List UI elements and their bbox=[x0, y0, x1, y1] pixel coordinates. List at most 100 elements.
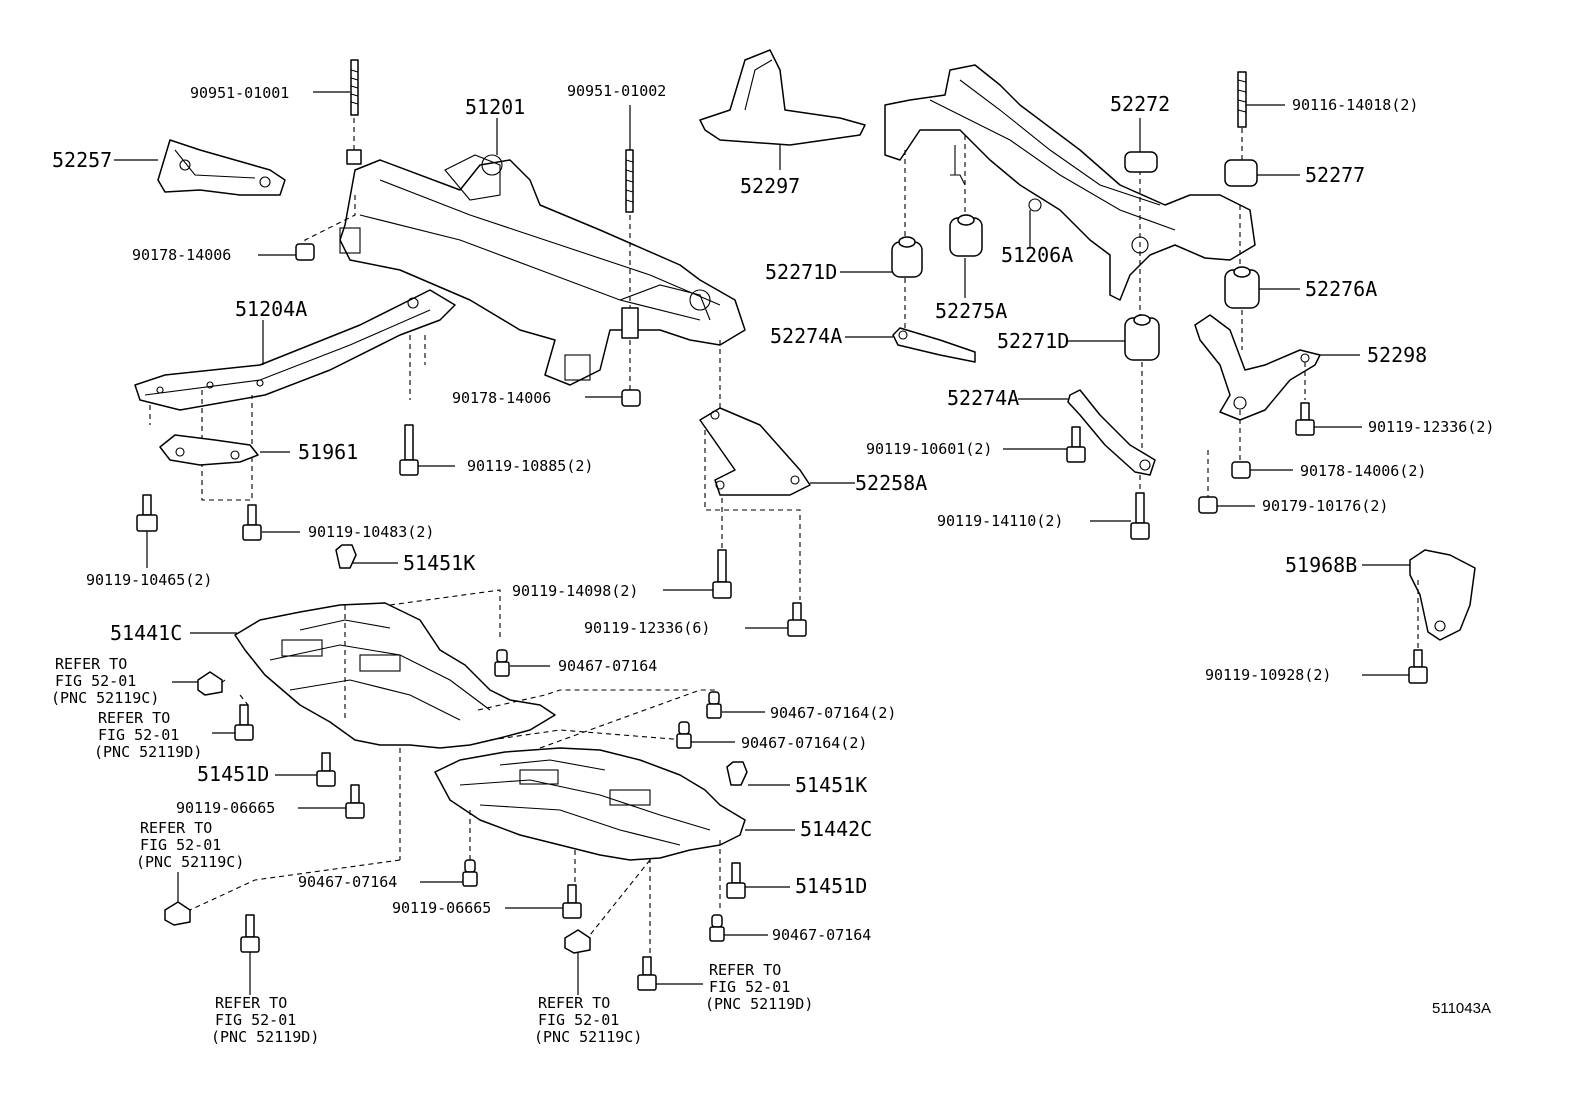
label-refer-6-line3: (PNC 52119D) bbox=[705, 995, 813, 1013]
label-51968B: 51968B bbox=[1285, 553, 1357, 577]
bolt-90119-10885-drawing bbox=[399, 424, 419, 476]
label-90119-10601: 90119-10601(2) bbox=[866, 440, 992, 458]
label-51451D-upper: 51451D bbox=[197, 762, 269, 786]
clip-51451K-lower-drawing bbox=[726, 761, 748, 786]
bushing-52275A-drawing bbox=[949, 214, 983, 257]
label-51451K-lower: 51451K bbox=[795, 773, 867, 797]
label-90119-10928: 90119-10928(2) bbox=[1205, 666, 1331, 684]
label-51441C: 51441C bbox=[110, 621, 182, 645]
undercover-51441C-drawing bbox=[211, 589, 556, 860]
label-refer-6-line1: REFER TO bbox=[709, 961, 781, 979]
nut-90178-14006-two-drawing bbox=[1231, 461, 1251, 479]
link-52274A-lower-drawing bbox=[1067, 389, 1156, 476]
screw-90467-07164-e-drawing bbox=[709, 914, 725, 942]
undercover-51442C-drawing bbox=[189, 689, 746, 960]
nut-90178-14006-center-drawing bbox=[621, 389, 641, 407]
label-90467-07164-b: 90467-07164(2) bbox=[770, 704, 896, 722]
label-52298: 52298 bbox=[1367, 343, 1427, 367]
labels: 90951-01001 51201 90951-01002 52257 9017… bbox=[51, 82, 1494, 1046]
washer-90179-10176-drawing bbox=[1198, 450, 1218, 514]
label-refer-3-line3: (PNC 52119C) bbox=[136, 853, 244, 871]
label-52271D-upper: 52271D bbox=[765, 260, 837, 284]
label-51206A: 51206A bbox=[1001, 243, 1073, 267]
label-90119-06665-lower: 90119-06665 bbox=[392, 899, 491, 917]
label-refer-5-line1: REFER TO bbox=[538, 994, 610, 1012]
label-90119-06665-upper: 90119-06665 bbox=[176, 799, 275, 817]
label-refer-4-line3: (PNC 52119D) bbox=[211, 1028, 319, 1046]
label-90119-10483: 90119-10483(2) bbox=[308, 523, 434, 541]
bolt-90119-12336-six-drawing bbox=[787, 602, 807, 637]
label-refer-2-line2: FIG 52-01 bbox=[98, 726, 179, 744]
screw-90467-07164-b-drawing bbox=[706, 691, 722, 719]
bolt-90119-06665-upper-drawing bbox=[345, 784, 365, 819]
label-refer-2-line3: (PNC 52119D) bbox=[94, 743, 202, 761]
label-52275A: 52275A bbox=[935, 299, 1007, 323]
rear-subframe-51206A-drawing bbox=[884, 64, 1256, 320]
leader-lines bbox=[114, 91, 1410, 985]
bracket-52297-drawing bbox=[699, 49, 866, 170]
label-52271D-lower: 52271D bbox=[997, 329, 1069, 353]
clip-51451K-upper-drawing bbox=[335, 544, 357, 569]
bolt-90119-10601-drawing bbox=[1066, 426, 1086, 463]
label-52274A-lower: 52274A bbox=[947, 386, 1019, 410]
label-90179-10176: 90179-10176(2) bbox=[1262, 497, 1388, 515]
bolt-90119-10928-drawing bbox=[1408, 649, 1428, 684]
label-90119-14110: 90119-14110(2) bbox=[937, 512, 1063, 530]
bracket-51968B-drawing bbox=[1409, 549, 1476, 650]
label-51961: 51961 bbox=[298, 440, 358, 464]
label-90119-10885: 90119-10885(2) bbox=[467, 457, 593, 475]
nut-90178-14006-left-drawing bbox=[295, 195, 356, 261]
bushing-52272-drawing bbox=[1124, 151, 1158, 173]
label-refer-6-line2: FIG 52-01 bbox=[709, 978, 790, 996]
label-90116-14018: 90116-14018(2) bbox=[1292, 96, 1418, 114]
crossmember-51201-drawing bbox=[339, 154, 746, 386]
bolt-51451D-upper-drawing bbox=[316, 752, 336, 787]
bolt-90119-14110-drawing bbox=[1130, 475, 1150, 540]
bolt-refer-d-upper-drawing bbox=[234, 704, 254, 741]
bushing-52271D-upper-drawing bbox=[891, 236, 923, 330]
bushing-52271D-lower-drawing bbox=[1124, 314, 1160, 460]
label-51201: 51201 bbox=[465, 95, 525, 119]
label-90178-14006-center: 90178-14006 bbox=[452, 389, 551, 407]
label-51451K-upper: 51451K bbox=[403, 551, 475, 575]
label-51451D-lower: 51451D bbox=[795, 874, 867, 898]
screw-90467-07164-d-drawing bbox=[462, 859, 478, 887]
stud-90951-01001-drawing bbox=[346, 59, 362, 165]
label-90178-14006-left: 90178-14006 bbox=[132, 246, 231, 264]
label-refer-1-line3: (PNC 52119C) bbox=[51, 689, 159, 707]
label-90467-07164-d: 90467-07164 bbox=[298, 873, 397, 891]
label-52297: 52297 bbox=[740, 174, 800, 198]
label-refer-3-line1: REFER TO bbox=[140, 819, 212, 837]
bracket-51961-drawing bbox=[159, 434, 259, 466]
label-refer-1-line2: FIG 52-01 bbox=[55, 672, 136, 690]
label-refer-4-line2: FIG 52-01 bbox=[215, 1011, 296, 1029]
screw-90467-07164-a-drawing bbox=[494, 649, 510, 677]
label-refer-1-line1: REFER TO bbox=[55, 655, 127, 673]
bracket-52257-drawing bbox=[157, 139, 286, 196]
label-52257: 52257 bbox=[52, 148, 112, 172]
label-90467-07164-e: 90467-07164 bbox=[772, 926, 871, 944]
clip-refer-c-lower-drawing bbox=[564, 929, 591, 995]
label-90951-01002: 90951-01002 bbox=[567, 82, 666, 100]
label-90951-01001: 90951-01001 bbox=[190, 84, 289, 102]
label-51442C: 51442C bbox=[800, 817, 872, 841]
label-90119-12336-two: 90119-12336(2) bbox=[1368, 418, 1494, 436]
bolt-refer-d-lower-left-drawing bbox=[240, 914, 260, 995]
label-refer-4-line1: REFER TO bbox=[215, 994, 287, 1012]
stud-90116-14018-drawing bbox=[1237, 71, 1247, 160]
bolt-90119-06665-lower-drawing bbox=[562, 884, 582, 919]
bolt-refer-d-lower-drawing bbox=[637, 956, 657, 991]
label-52277: 52277 bbox=[1305, 163, 1365, 187]
label-52258A: 52258A bbox=[855, 471, 927, 495]
label-refer-3-line2: FIG 52-01 bbox=[140, 836, 221, 854]
clip-refer-c-upper-drawing bbox=[197, 671, 223, 696]
label-52276A: 52276A bbox=[1305, 277, 1377, 301]
label-90467-07164-a: 90467-07164 bbox=[558, 657, 657, 675]
label-refer-5-line3: (PNC 52119C) bbox=[534, 1028, 642, 1046]
diagram-id: 511043A bbox=[1432, 1000, 1491, 1017]
link-52274A-upper-drawing bbox=[892, 327, 976, 363]
bolt-90119-14098-drawing bbox=[712, 549, 732, 599]
label-90119-10465: 90119-10465(2) bbox=[86, 571, 212, 589]
bolt-90119-12336-two-drawing bbox=[1295, 402, 1315, 436]
